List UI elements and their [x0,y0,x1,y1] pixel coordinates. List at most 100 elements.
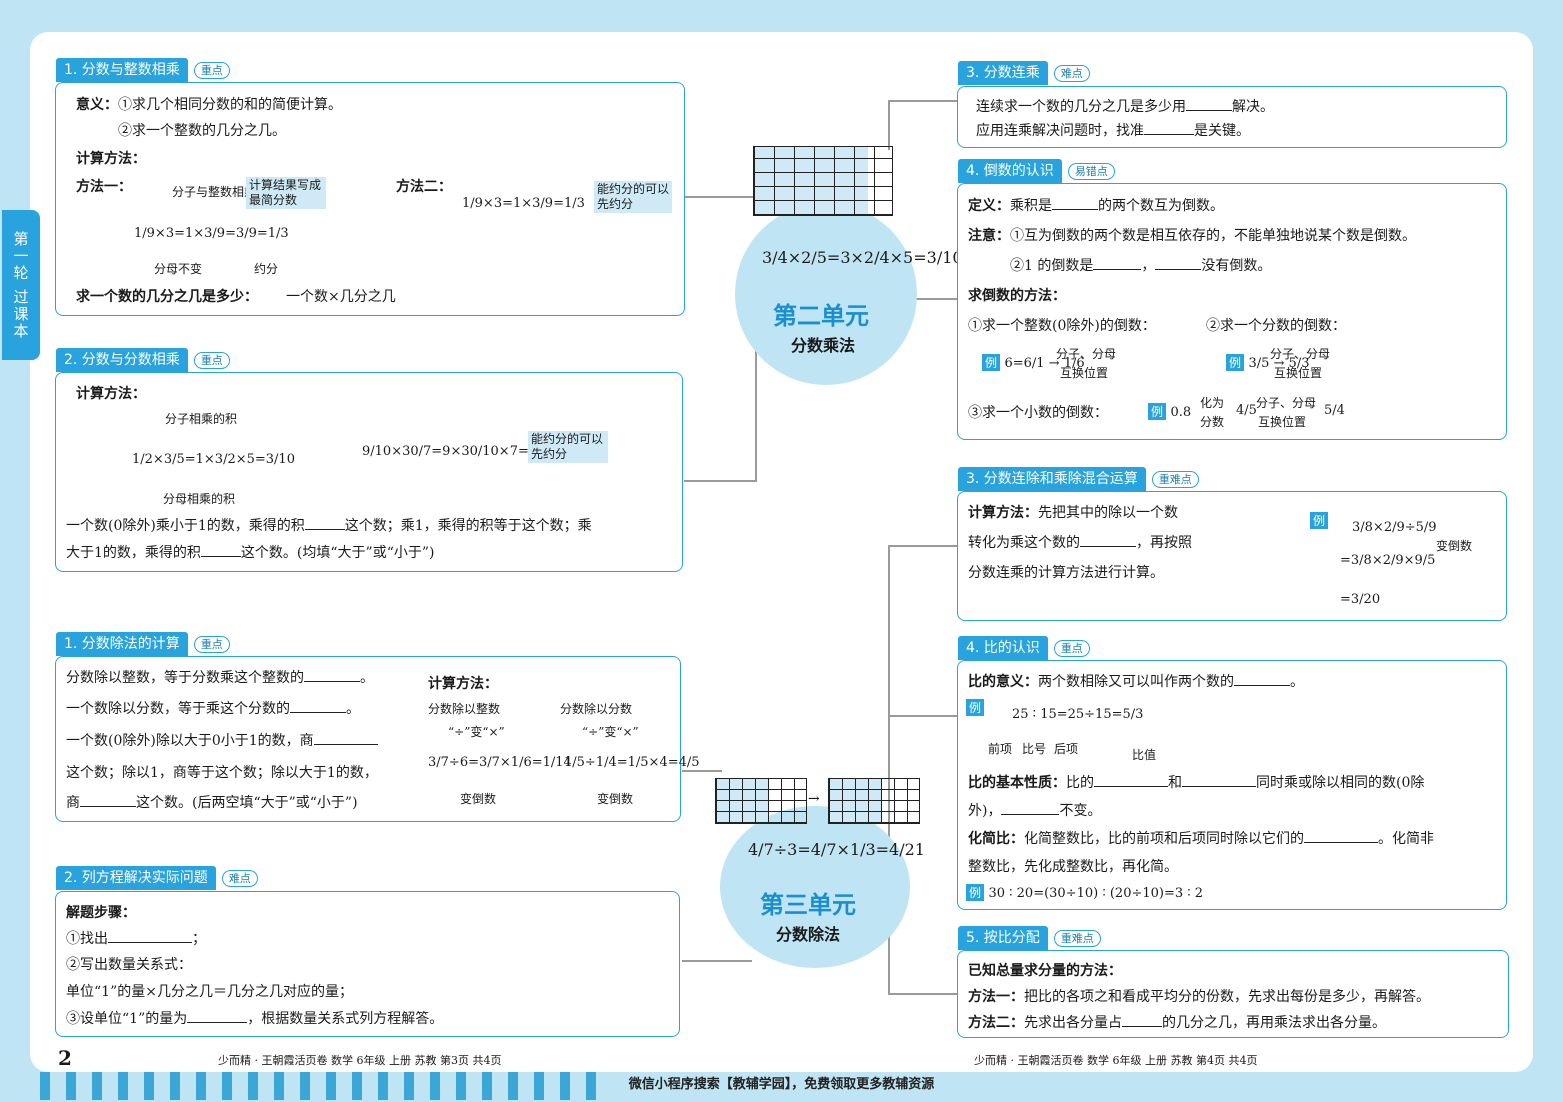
text: 大于1的数，乘得的积 [66,545,201,561]
example-icon: 例 [966,884,985,901]
text: 比的基本性质：比的和同时乘或除以相同的数(0除 [968,772,1424,792]
section-header: 4. 比的认识 重点 [958,636,1090,660]
formula: 1/9×3=1×3/9=1/3 [462,196,585,211]
fill-blank [1234,685,1290,686]
note: 约分 [254,262,279,276]
fill-blank [1094,786,1168,787]
footer-info-left: 少而精 · 王朝霞活页卷 数学 6年级 上册 苏教 第3页 共4页 [218,1054,502,1067]
section-tag: 难点 [1053,64,1090,82]
text: 这个数。(均填“大于”或“小于”) [240,545,435,561]
connector-line [685,196,755,198]
text: 注意：①互为倒数的两个数是相互依存的，不能单独地说某个数是倒数。 [968,225,1416,245]
label: 比的基本性质： [968,775,1066,791]
note: 互换位置 [1274,366,1323,380]
text: 乘积是 [1010,198,1052,214]
text: ①找出 [66,931,108,947]
section-box-s5 [55,656,681,822]
text: 这个数；除以1，商等于这个数；除以大于1的数， [66,765,378,781]
text: 商 [66,795,80,811]
text: ①求几个相同分数的和的简便计算。 [118,97,342,113]
note: 变倒数 [460,792,497,806]
text: 定义：乘积是的两个数互为倒数。 [968,195,1224,215]
section-title: 1. 分数与整数相乘 [56,58,188,82]
unit2-subtitle: 分数乘法 [791,336,856,355]
label: 比的意义： [968,674,1038,690]
fill-blank [1144,134,1194,135]
text: ①互为倒数的两个数是相互依存的，不能单独地说某个数是倒数。 [1010,228,1416,244]
text: 同时乘或除以相同的数(0除 [1256,775,1425,791]
text: 分数除以整数，等于分数乘这个整数的。 [66,667,374,687]
text: 化简比：化简整数比，比的前项和后项同时除以它们的。化简非 [968,828,1434,848]
label: 求一个数的几分之几是多少： [76,289,258,305]
page-number: 2 [58,1046,72,1070]
text: 的几分之几，再用乘法求出各分量。 [1162,1015,1386,1031]
label: 解题步骤： [66,905,136,921]
example-icon: 例 [1310,512,1329,529]
unit3-title: 第三单元 [760,891,856,919]
note: 分子、分母 [1056,347,1117,361]
note: 分子、分母 [1256,396,1317,410]
label: 注意： [968,228,1010,244]
section-title: 1. 分数除法的计算 [56,632,188,656]
text: ，根据数量关系式列方程解答。 [247,1011,444,1027]
text: 和 [1168,775,1182,791]
fill-blank [304,529,345,530]
formula: 3/5 → 5/3 [1248,356,1310,371]
connector-line [755,330,757,482]
fill-blank [1080,546,1136,547]
section-header: 3. 分数连乘 难点 [958,61,1090,85]
text: 的两个数互为倒数。 [1098,198,1224,214]
section-box-s6 [55,891,680,1037]
fill-blank [1052,209,1098,210]
note: “÷”变“×” [582,725,639,739]
text: ②1 的倒数是 [1010,258,1094,274]
text: 。 [1290,674,1304,690]
text: 两个数相除又可以叫作两个数的 [1038,674,1234,690]
text: 连续求一个数的几分之几是多少用 [976,99,1186,115]
note: 后项 [1054,742,1079,756]
side-tab: 第一轮 过课本 [2,210,40,360]
connector-line [888,545,958,995]
text: 不变。 [1059,803,1102,819]
section-header: 2. 分数与分数相乘 重点 [56,348,230,372]
section-tag: 重难点 [1053,929,1101,947]
section-box-s8 [957,660,1507,910]
formula: 5/4 [1324,403,1345,418]
text: 先把其中的除以一个数 [1038,505,1178,521]
text: ； [192,931,206,947]
text: 比的意义：两个数相除又可以叫作两个数的 。 [968,671,1304,691]
formula: 25 ∶ 15=25÷15=5/3 [1012,707,1144,722]
footer-info-right: 少而精 · 王朝霞活页卷 数学 6年级 上册 苏教 第4页 共4页 [974,1054,1258,1067]
label: 计算方法： [968,505,1038,521]
section-title: 4. 比的认识 [958,636,1048,660]
text: ①找出 ； [66,928,206,948]
text: 应用连乘解决问题时，找准是关键。 [976,120,1250,140]
note: 互换位置 [1258,415,1307,429]
example: 例 30 ∶ 20=(30÷10) ∶ (20÷10)=3 ∶ 2 [966,884,1203,901]
section-tag: 重点 [1053,639,1090,657]
label: 计算方法： [76,386,146,402]
text: 一个数(0除外)乘小于1的数，乘得的积这个数；乘1，乘得的积等于这个数；乘 [66,515,592,535]
arrow-icon: → [808,791,820,807]
label: 已知总量求分量的方法： [968,963,1122,979]
text: 转化为乘这个数的 [968,535,1080,551]
unit2-title: 第二单元 [773,302,869,330]
formula: 1/9×3=1×3/9=3/9=1/3 [134,226,289,241]
text: 计算方法：先把其中的除以一个数 [968,502,1178,522]
text: 一个数(0除外)除以大于0小于1的数，商 [66,730,378,750]
text: 一个数除以分数，等于乘这个分数的。 [66,698,360,718]
note: 变倒数 [1436,539,1473,553]
section-title: 5. 按比分配 [958,926,1048,950]
text: 先求出各分量占 [1024,1015,1122,1031]
note: 变倒数 [597,792,634,806]
section-header: 3. 分数连除和乘除混合运算 重难点 [958,467,1199,491]
fill-blank [80,806,136,807]
section-title: 2. 列方程解决实际问题 [56,866,216,890]
formula: 30 ∶ 20=(30÷10) ∶ (20÷10)=3 ∶ 2 [988,886,1204,901]
text: 一个数(0除外)除以大于0小于1的数，商 [66,733,314,749]
text: ，再按照 [1136,535,1192,551]
text: ①求一个整数(0除外)的倒数： [968,318,1156,334]
text: ③求一个小数的倒数： [968,405,1108,421]
formula: 6=6/1 → 1/6 [1004,356,1085,371]
section-box-s4 [957,183,1507,440]
